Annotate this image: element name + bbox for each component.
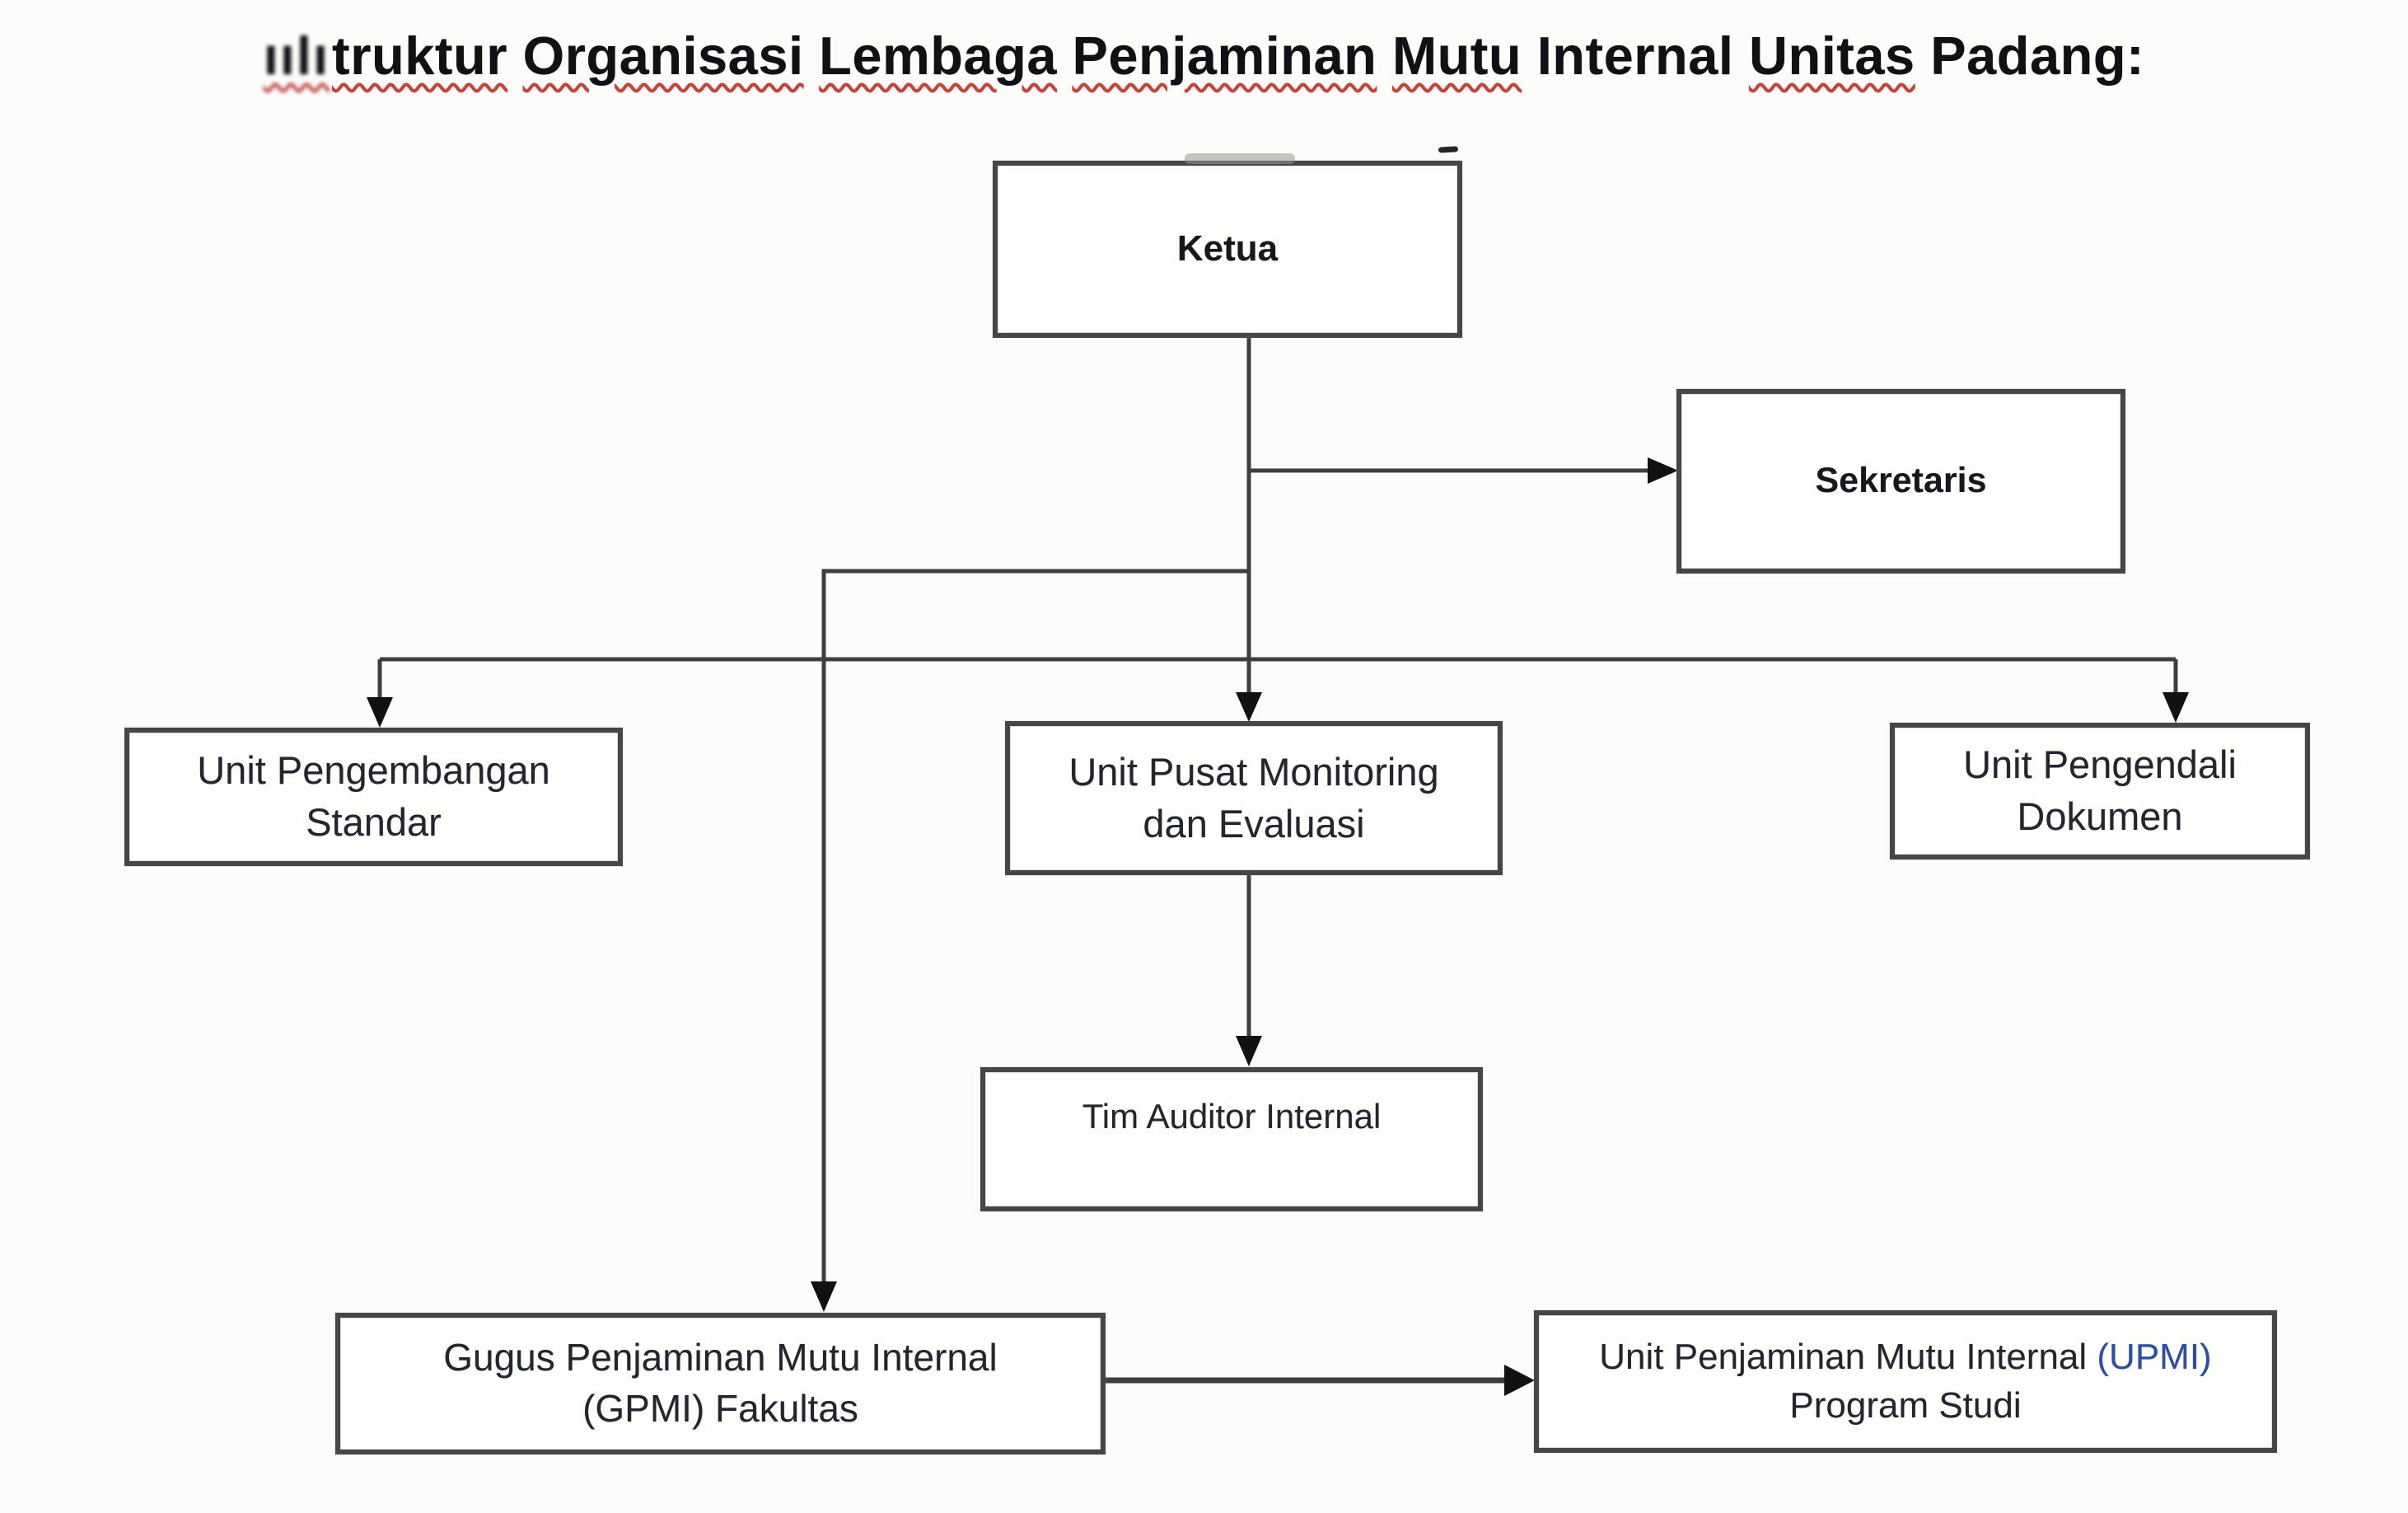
node-gpmi-fakultas: Gugus Penjaminan Mutu Internal (GPMI) Fa…	[335, 1313, 1106, 1454]
arrowhead-right-sekretaris-icon	[1648, 457, 1678, 484]
node-label: Tim Auditor Internal	[1082, 1097, 1382, 1136]
node-label-line2: Program Studi	[1789, 1384, 2022, 1426]
arrowhead-down-monev-icon	[1236, 692, 1262, 722]
node-label-line2: (GPMI) Fakultas	[582, 1387, 858, 1430]
node-label: Sekretaris	[1815, 461, 1987, 501]
title-word: Lembaga	[819, 26, 1057, 86]
upmi-label-main: Unit Penjaminan Mutu Internal	[1599, 1336, 2097, 1377]
node-upmi-program-studi: Unit Penjaminan Mutu Internal (UPMI) Pro…	[1534, 1310, 2277, 1453]
arrowhead-down-dokumen-icon	[2163, 692, 2189, 723]
title-word: Mutu	[1391, 26, 1522, 86]
stray-mark	[1438, 146, 1459, 153]
connector-to-gpmi	[821, 569, 1249, 1284]
node-label-line1: Unit Pusat Monitoring	[1068, 749, 1439, 794]
node-unit-pengendali-dokumen: Unit Pengendali Dokumen	[1890, 723, 2310, 860]
title-word: Padang:	[1930, 26, 2145, 86]
node-ketua: Ketua	[993, 161, 1462, 338]
arrowhead-right-upmi-icon	[1504, 1365, 1535, 1396]
arrowhead-down-standar-icon	[367, 697, 393, 728]
upmi-label-accent: (UPMI)	[2097, 1336, 2212, 1377]
node-label-line1: Unit Penjaminan Mutu Internal (UPMI)	[1599, 1333, 2211, 1382]
node-label-line2: Standar	[306, 800, 442, 844]
node-label: Ketua	[1176, 228, 1279, 269]
title-word: Unitas	[1749, 26, 1915, 86]
node-sekretaris: Sekretaris	[1676, 389, 2125, 574]
node-tim-auditor-internal: Tim Auditor Internal	[980, 1067, 1483, 1211]
node-label-line1: Unit Pengembangan	[197, 748, 550, 793]
page-title: ıılıtruktur Organisasi Lembaga Penjamina…	[0, 25, 2408, 87]
title-word: Penjaminan	[1072, 26, 1377, 86]
title-word: Organisasi	[522, 26, 804, 86]
title-word: truktur	[332, 26, 507, 86]
node-unit-pusat-monitoring-evaluasi: Unit Pusat Monitoring dan Evaluasi	[1005, 721, 1503, 875]
node-label-line2: Dokumen	[2017, 794, 2183, 838]
title-word: Internal	[1536, 26, 1734, 86]
scan-smudge	[1185, 153, 1295, 164]
node-label-line1: Unit Pengendali	[1963, 742, 2237, 787]
node-label-line2: dan Evaluasi	[1143, 801, 1365, 846]
title-text: truktur Organisasi Lembaga Penjaminan Mu…	[332, 26, 2144, 86]
node-label-line1: Gugus Penjaminan Mutu Internal	[443, 1336, 998, 1380]
arrowhead-down-gpmi-icon	[811, 1281, 837, 1312]
arrowhead-down-tim-icon	[1236, 1036, 1262, 1066]
node-unit-pengembangan-standar: Unit Pengembangan Standar	[124, 728, 623, 866]
title-smudge-prefix: ıılı	[263, 26, 330, 86]
